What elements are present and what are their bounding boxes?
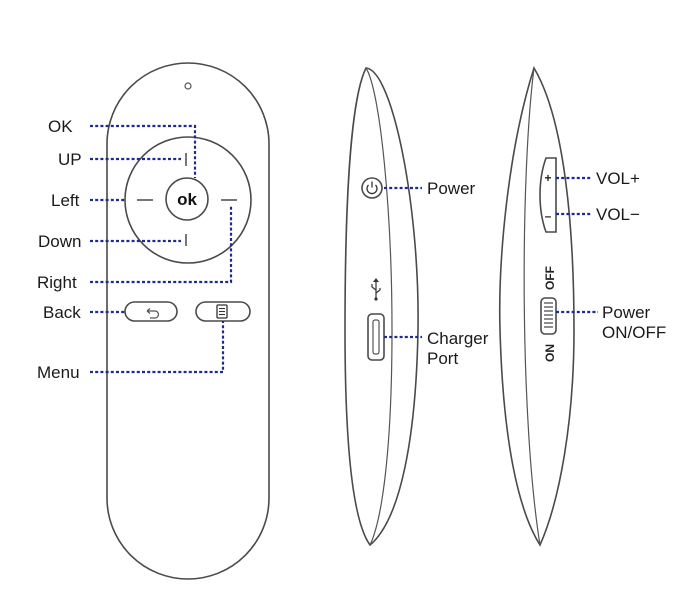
remote-right-side-view: + – OFF ON VOL+ VOL− Power ON/OFF	[498, 66, 666, 547]
right-side-edge	[523, 67, 541, 546]
label-left: Left	[51, 191, 80, 210]
label-power-switch-line1: Power	[602, 303, 651, 322]
label-charger-line2: Port	[427, 349, 458, 368]
power-icon	[366, 181, 378, 195]
label-vol-minus: VOL−	[596, 205, 640, 224]
ok-button[interactable]	[165, 177, 209, 221]
label-back: Back	[43, 303, 81, 322]
menu-leader	[90, 321, 225, 374]
back-arrow-icon	[147, 310, 160, 319]
label-right: Right	[37, 273, 77, 292]
indicator-led	[184, 82, 192, 90]
ok-leader	[90, 124, 197, 178]
switch-off-text: OFF	[543, 266, 557, 290]
charger-port[interactable]	[367, 313, 385, 361]
ok-button-text: ok	[177, 190, 197, 209]
vol-minus-mark: –	[545, 209, 552, 223]
label-power: Power	[427, 179, 476, 198]
switch-on-text: ON	[543, 344, 557, 362]
menu-icon	[216, 304, 228, 319]
label-power-switch-line2: ON/OFF	[602, 323, 666, 342]
remote-front-view: ok OK UP Left Down Right Back Menu	[37, 62, 270, 580]
label-ok: OK	[48, 117, 73, 136]
right-side-body	[498, 66, 575, 547]
label-down: Down	[38, 232, 81, 251]
remote-left-side-view: Power Charger Port	[344, 67, 489, 547]
power-button[interactable]	[361, 177, 383, 199]
right-leader	[90, 205, 233, 284]
usb-icon	[371, 278, 381, 301]
label-charger-line1: Charger	[427, 329, 489, 348]
switch-grip-icon	[544, 302, 553, 328]
label-vol-plus: VOL+	[596, 169, 640, 188]
left-side-edge	[365, 67, 393, 546]
label-menu: Menu	[37, 363, 80, 382]
volume-rocker[interactable]	[539, 157, 557, 233]
vol-plus-mark: +	[544, 171, 551, 185]
label-up: UP	[58, 150, 82, 169]
